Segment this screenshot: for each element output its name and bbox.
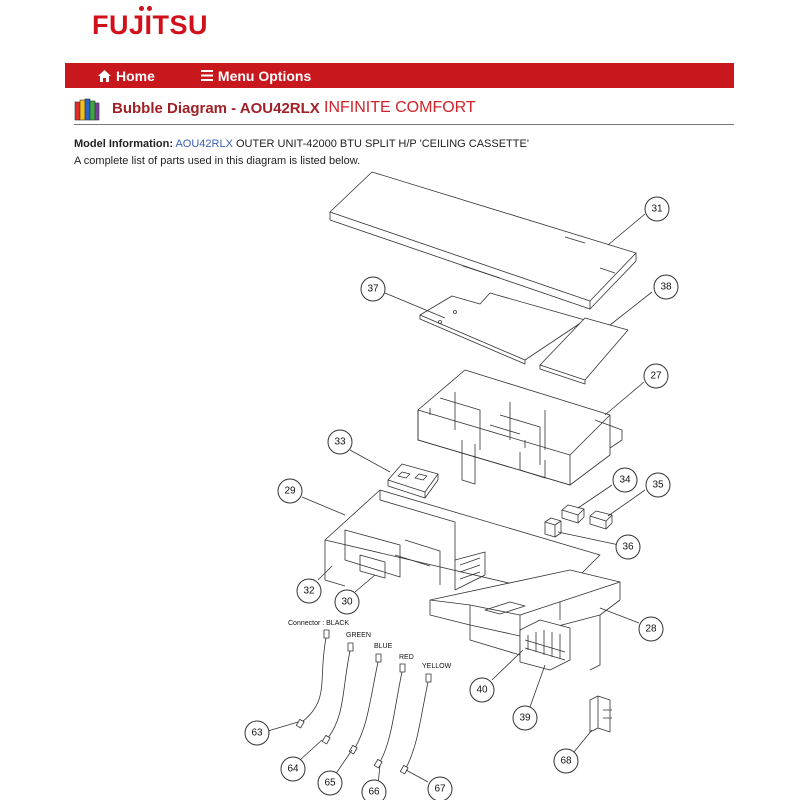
svg-text:33: 33 bbox=[334, 437, 346, 448]
home-icon bbox=[98, 69, 111, 82]
svg-text:38: 38 bbox=[660, 282, 672, 293]
bubble-68[interactable]: 68 bbox=[553, 748, 579, 774]
svg-text:34: 34 bbox=[619, 475, 631, 486]
page-title-row: Bubble Diagram - AOU42RLX INFINITE COMFO… bbox=[74, 96, 734, 125]
bubble-40[interactable]: 40 bbox=[469, 677, 495, 703]
wire-label-green: GREEN bbox=[346, 632, 371, 639]
part-wire-green bbox=[321, 642, 354, 745]
bubble-67[interactable]: 67 bbox=[427, 776, 453, 800]
part-panel-right bbox=[539, 317, 629, 385]
part-top-cover bbox=[329, 171, 637, 310]
bubble-33[interactable]: 33 bbox=[327, 429, 353, 455]
svg-text:30: 30 bbox=[341, 597, 353, 608]
part-wire-yellow bbox=[399, 673, 432, 775]
wire-label-blue: BLUE bbox=[374, 643, 393, 650]
bubble-29[interactable]: 29 bbox=[277, 478, 303, 504]
part-wire-blue bbox=[348, 653, 382, 755]
svg-text:65: 65 bbox=[324, 778, 336, 789]
logo-text: FUJITSU bbox=[92, 10, 209, 40]
svg-text:63: 63 bbox=[251, 728, 263, 739]
wire-label-black: Connector : BLACK bbox=[288, 620, 349, 627]
fujitsu-logo[interactable]: FUJITSU bbox=[92, 6, 209, 41]
svg-text:64: 64 bbox=[287, 764, 299, 775]
nav-home[interactable]: Home bbox=[98, 68, 155, 84]
bubble-38[interactable]: 38 bbox=[653, 274, 679, 300]
bubble-65[interactable]: 65 bbox=[317, 770, 343, 796]
bubble-27[interactable]: 27 bbox=[643, 363, 669, 389]
part-36 bbox=[544, 517, 562, 538]
bubble-32[interactable]: 32 bbox=[296, 578, 322, 604]
part-35 bbox=[589, 510, 613, 530]
bubble-36[interactable]: 36 bbox=[615, 534, 641, 560]
model-label: Model Information: bbox=[74, 138, 173, 150]
logo-dot-1 bbox=[139, 6, 144, 11]
model-information: Model Information: AOU42RLX OUTER UNIT-4… bbox=[74, 138, 529, 150]
bubble-30[interactable]: 30 bbox=[334, 589, 360, 615]
bubble-64[interactable]: 64 bbox=[280, 756, 306, 782]
part-33 bbox=[387, 463, 439, 499]
nav-home-label: Home bbox=[116, 67, 155, 84]
bubble-37[interactable]: 37 bbox=[360, 276, 386, 302]
logo-dot-2 bbox=[147, 6, 152, 11]
wire-label-red: RED bbox=[399, 654, 414, 661]
nav-menu-label: Menu Options bbox=[217, 67, 312, 84]
wire-label-yellow: YELLOW bbox=[422, 663, 452, 670]
parts-books-icon bbox=[74, 98, 100, 121]
page-title: Bubble Diagram - AOU42RLX bbox=[112, 100, 320, 117]
svg-text:35: 35 bbox=[652, 480, 664, 491]
svg-text:36: 36 bbox=[622, 542, 634, 553]
nav-menu-options[interactable]: Menu Options bbox=[200, 67, 312, 84]
svg-text:31: 31 bbox=[651, 204, 663, 215]
part-wire-red bbox=[373, 663, 406, 769]
bubble-28[interactable]: 28 bbox=[638, 616, 664, 642]
part-wire-black bbox=[295, 629, 330, 729]
svg-text:67: 67 bbox=[434, 784, 446, 795]
svg-text:28: 28 bbox=[645, 624, 657, 635]
svg-text:40: 40 bbox=[476, 685, 488, 696]
bubble-39[interactable]: 39 bbox=[512, 705, 538, 731]
bubble-66[interactable]: 66 bbox=[361, 779, 387, 800]
svg-text:37: 37 bbox=[367, 284, 379, 295]
part-panel-left bbox=[419, 292, 586, 365]
svg-text:27: 27 bbox=[650, 371, 662, 382]
model-link[interactable]: AOU42RLX bbox=[175, 138, 233, 150]
bubble-34[interactable]: 34 bbox=[612, 467, 638, 493]
hamburger-icon bbox=[200, 70, 213, 81]
model-description: OUTER UNIT-42000 BTU SPLIT H/P 'CEILING … bbox=[236, 138, 529, 150]
bubble-35[interactable]: 35 bbox=[645, 472, 671, 498]
page-subtitle: INFINITE COMFORT bbox=[324, 99, 476, 116]
nav-bar: Home Menu Options bbox=[65, 63, 734, 88]
part-frame bbox=[417, 369, 623, 486]
svg-text:68: 68 bbox=[560, 756, 572, 767]
svg-text:29: 29 bbox=[284, 486, 296, 497]
part-34 bbox=[561, 504, 585, 524]
part-68 bbox=[589, 695, 612, 733]
parts-list-note: A complete list of parts used in this di… bbox=[74, 155, 361, 167]
part-terminal-block bbox=[519, 619, 571, 671]
svg-text:32: 32 bbox=[303, 586, 315, 597]
bubble-63[interactable]: 63 bbox=[244, 720, 270, 746]
bubble-31[interactable]: 31 bbox=[644, 196, 670, 222]
svg-text:66: 66 bbox=[368, 787, 380, 798]
svg-text:39: 39 bbox=[519, 713, 531, 724]
